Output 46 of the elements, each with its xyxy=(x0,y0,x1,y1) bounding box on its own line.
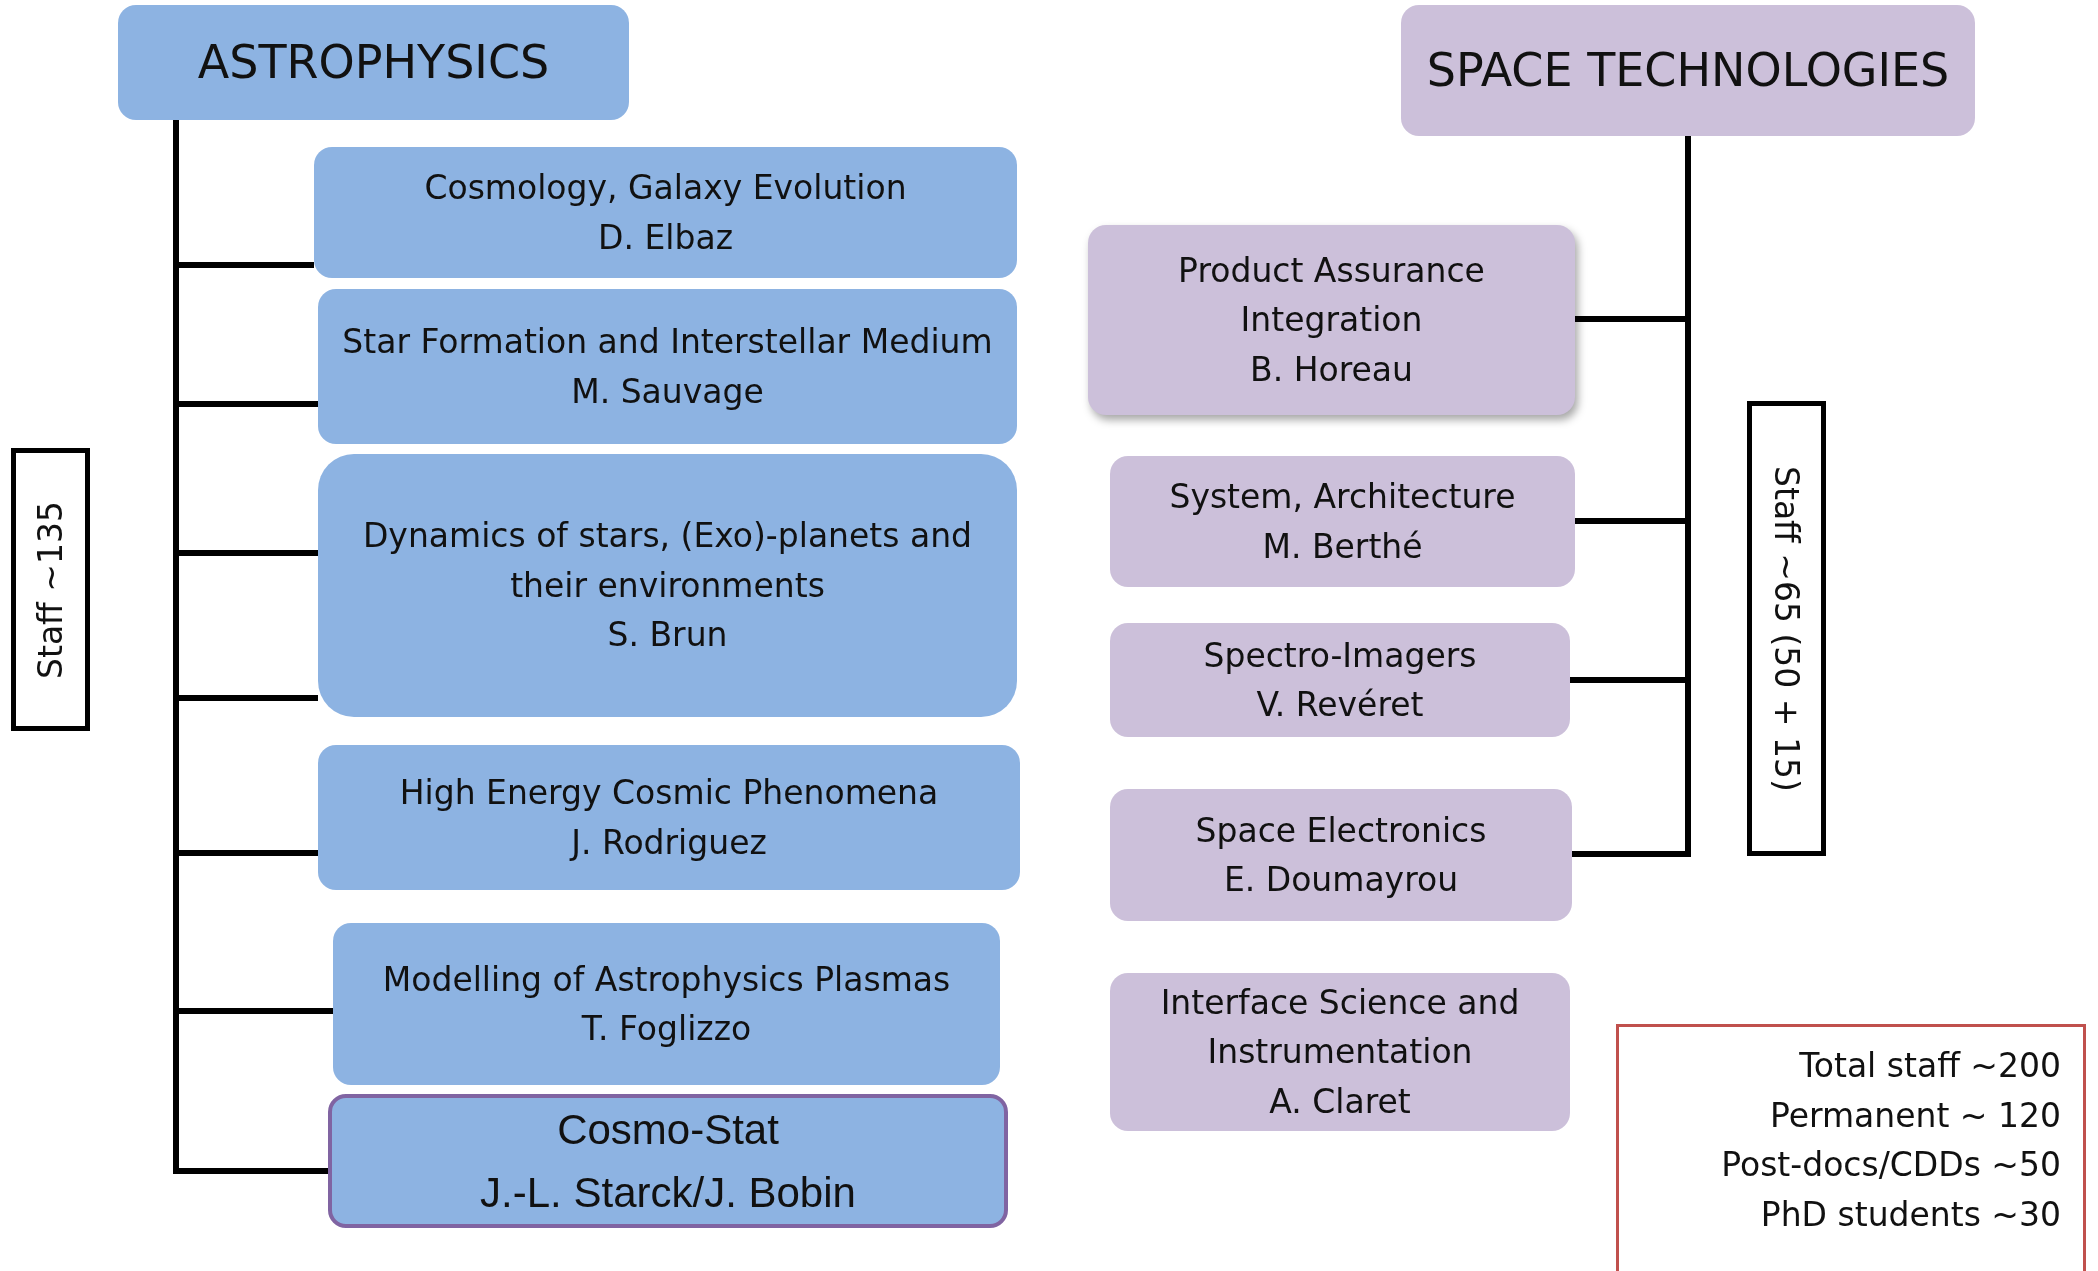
team-box xyxy=(1088,225,1575,415)
node-label: Cosmology, Galaxy Evolution xyxy=(424,167,907,209)
group-title: SPACE TECHNOLOGIES xyxy=(1426,42,1950,100)
team-box xyxy=(1110,456,1575,587)
node-label: Permanent ~ 120 xyxy=(1769,1094,2061,1137)
node-label: Star Formation and Interstellar Medium xyxy=(342,321,993,363)
node-label: Total staff ~200 xyxy=(1799,1045,2061,1087)
node-label: Modelling of Astrophysics Plasmas xyxy=(382,958,951,1001)
group-title: ASTROPHYSICS xyxy=(197,34,550,92)
leader-name: D. Elbaz xyxy=(598,216,733,259)
team-box xyxy=(318,745,1020,890)
leader-name: T. Foglizzo xyxy=(581,1008,752,1050)
node-label: Staff ~65 (50 + 15) xyxy=(1766,465,1808,792)
team-box xyxy=(333,923,1000,1085)
node-label: Cosmo-Stat xyxy=(557,1105,779,1155)
leader-name: B. Horeau xyxy=(1250,348,1413,391)
leader-name: J. Rodriguez xyxy=(571,821,767,864)
node-label: Staff ~135 xyxy=(29,500,71,679)
leader-name: M. Berthé xyxy=(1262,525,1423,568)
node-label: PhD students ~30 xyxy=(1760,1193,2061,1236)
staff-count-box xyxy=(1747,401,1826,856)
heading-box xyxy=(1401,5,1975,136)
node-label: System, Architecture xyxy=(1169,476,1516,518)
node-label: Post-docs/CDDs ~50 xyxy=(1721,1144,2061,1186)
team-box xyxy=(1110,623,1570,737)
node-label: Dynamics of stars, (Exo)-planets and their environments xyxy=(361,515,974,607)
staff-count-box xyxy=(11,448,90,731)
team-box xyxy=(328,1094,1008,1228)
leader-name: M. Sauvage xyxy=(571,370,764,413)
staff-summary-box xyxy=(1616,1024,2086,1271)
leader-name: S. Brun xyxy=(607,614,728,657)
leader-name: A. Claret xyxy=(1269,1080,1411,1123)
team-box xyxy=(1110,973,1570,1131)
team-box xyxy=(314,147,1017,278)
heading-box xyxy=(118,5,629,120)
leader-name: E. Doumayrou xyxy=(1223,859,1459,901)
team-box xyxy=(318,289,1017,444)
leader-name: V. Revéret xyxy=(1256,684,1424,726)
node-label: Interface Science and Instrumentation xyxy=(1159,981,1521,1074)
leader-name: J.-L. Starck/J. Bobin xyxy=(480,1168,856,1218)
team-box xyxy=(1110,789,1572,921)
team-box xyxy=(318,454,1017,717)
node-label: Space Electronics xyxy=(1195,809,1487,852)
node-label: Product Assurance Integration xyxy=(1177,249,1486,342)
node-label: Spectro-Imagers xyxy=(1203,634,1477,677)
node-label: High Energy Cosmic Phenomena xyxy=(399,772,939,814)
